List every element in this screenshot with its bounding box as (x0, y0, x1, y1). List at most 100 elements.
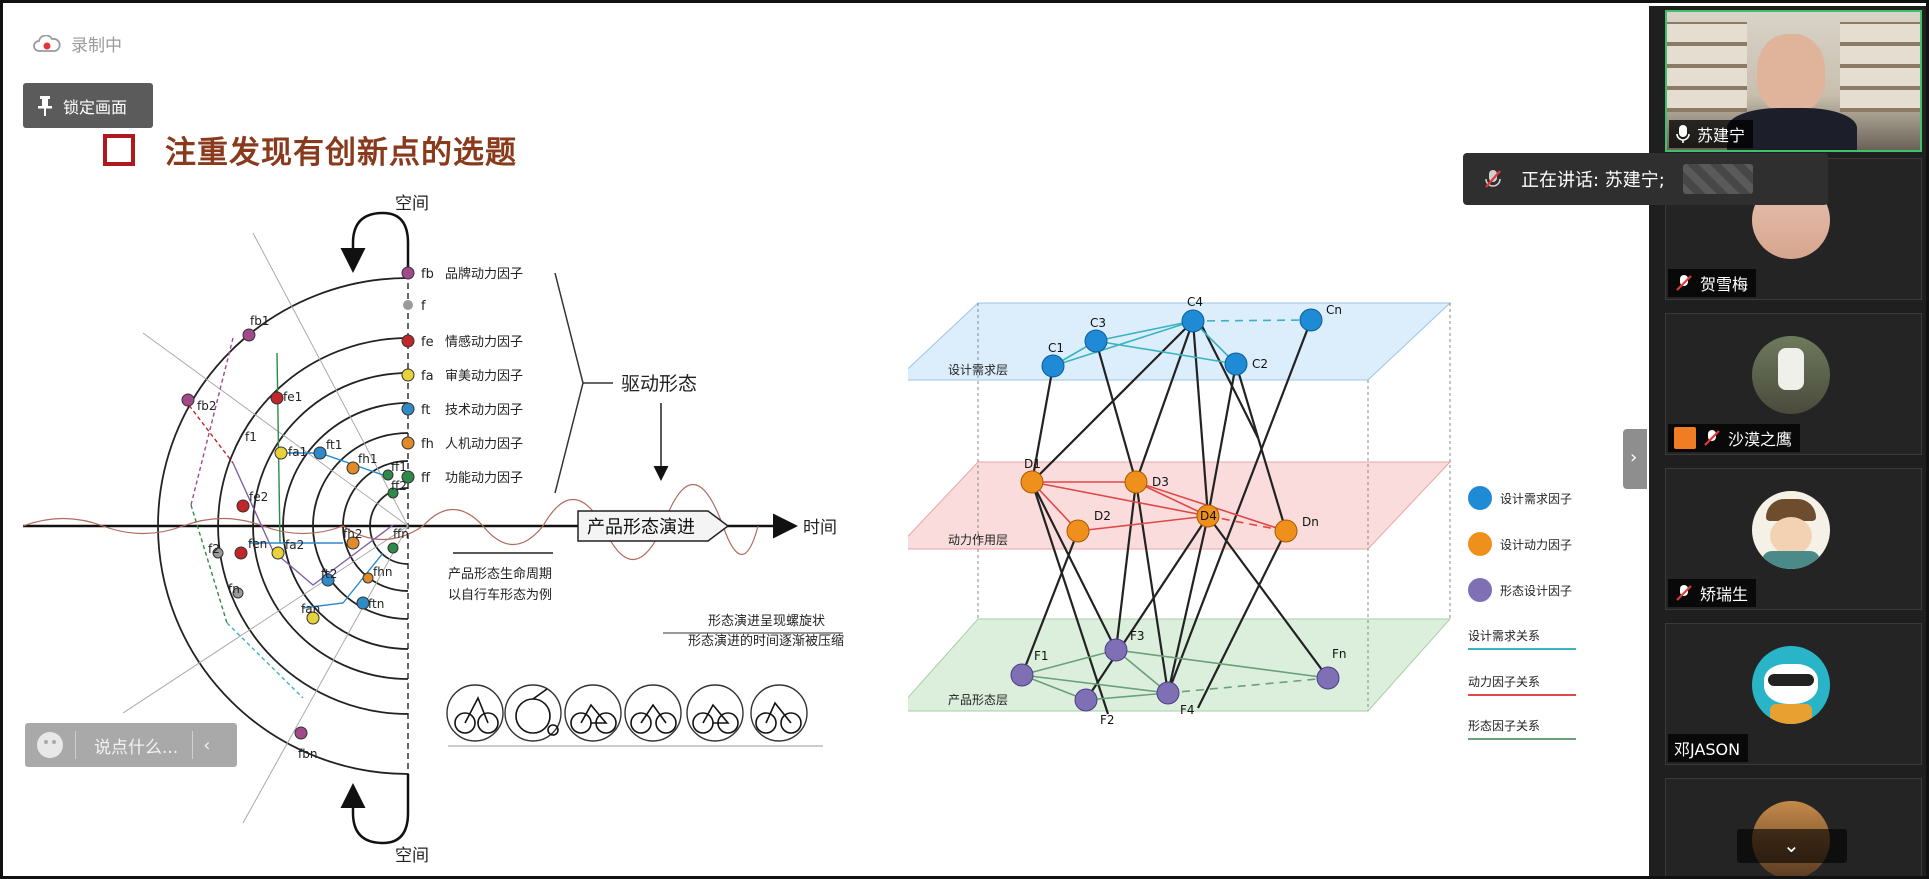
participant-name: 贺雪梅 (1700, 275, 1749, 294)
svg-text:fb: fb (421, 267, 434, 282)
participant-name-tag: 邓JASON (1668, 734, 1749, 762)
svg-text:f2: f2 (208, 542, 220, 556)
svg-text:fh2: fh2 (343, 527, 362, 541)
participant-name: 苏建宁 (1697, 126, 1746, 145)
spiral-note-2: 形态演进的时间逐渐被压缩 (688, 633, 844, 649)
node-C2: C2 (1252, 357, 1268, 371)
participant-name-tag: 苏建宁 (1669, 120, 1754, 148)
participant-tile[interactable]: 邓JASON (1665, 623, 1922, 765)
layer-demand-label: 设计需求层 (948, 363, 1008, 377)
node-F2: F2 (1100, 713, 1115, 727)
node-F3: F3 (1130, 629, 1145, 643)
factor-label-fa: 审美动力因子 (445, 369, 523, 384)
emoji-icon[interactable] (37, 732, 63, 758)
legend-form-factor: 形态设计因子 (1500, 584, 1572, 598)
participant-name: 沙漠之鹰 (1728, 430, 1793, 449)
sidebar-collapse-button[interactable]: › (1623, 429, 1647, 489)
product-form-evolution-diagram: fb 品牌动力因子 f fe 情感动力因子 fa 审美动力因子 ft 技术动力因子 fh… (23, 194, 844, 863)
node-C4: C4 (1187, 295, 1203, 309)
mic-off-icon (1676, 585, 1692, 601)
svg-text:fhn: fhn (373, 565, 392, 579)
drive-form-label: 驱动形态 (621, 373, 697, 395)
svg-text:ff1: ff1 (391, 460, 407, 474)
svg-text:f: f (421, 299, 426, 314)
participant-tile[interactable]: 沙漠之鹰 (1665, 313, 1922, 455)
chat-collapse-icon[interactable]: ‹ (203, 734, 211, 756)
participant-name: 矫瑞生 (1700, 585, 1749, 604)
factor-label-ft: 技术动力因子 (445, 403, 523, 418)
svg-text:ff: ff (421, 471, 431, 486)
svg-text:fb2: fb2 (197, 399, 216, 413)
participant-sidebar: 苏建宁 贺雪梅 沙漠之鹰 (1649, 6, 1926, 876)
node-Cn: Cn (1326, 303, 1342, 317)
chat-placeholder[interactable]: 说点什么... (94, 737, 179, 758)
space-top-label: 空间 (395, 194, 429, 214)
svg-text:fe: fe (421, 335, 434, 350)
svg-text:ft2: ft2 (321, 567, 337, 581)
svg-text:fh: fh (421, 437, 434, 452)
svg-text:ft1: ft1 (326, 438, 342, 452)
factor-label-fb: 品牌动力因子 (445, 266, 523, 282)
bookshelf-right (1840, 22, 1920, 112)
node-D3: D3 (1152, 475, 1169, 489)
node-Dn: Dn (1302, 515, 1319, 529)
space-bottom-label: 空间 (395, 846, 429, 863)
legend-force-relation: 动力因子关系 (1468, 675, 1540, 689)
pin-icon (38, 95, 52, 116)
lock-screen-button[interactable]: 锁定画面 (23, 83, 153, 128)
recording-indicator[interactable]: 录制中 (33, 31, 122, 56)
svg-text:ffn: ffn (393, 527, 409, 541)
node-D2: D2 (1094, 509, 1111, 523)
slide-title: 注重发现有创新点的选题 (165, 135, 517, 171)
avatar (1752, 491, 1830, 569)
svg-text:fa1: fa1 (288, 445, 307, 459)
node-F1: F1 (1034, 649, 1049, 663)
legend-form-relation: 形态因子关系 (1468, 719, 1540, 733)
participant-name: 邓JASON (1674, 740, 1741, 759)
factor-label-fe: 情感动力因子 (445, 334, 523, 350)
svg-text:ftn: ftn (368, 597, 384, 611)
svg-text:ft: ft (421, 403, 430, 418)
participant-tile[interactable]: 矫瑞生 (1665, 468, 1922, 610)
avatar (1752, 336, 1830, 414)
legend-force-factor: 设计动力因子 (1500, 538, 1572, 552)
slide-title-row: 注重发现有创新点的选题 (103, 127, 517, 172)
title-square-bullet (103, 133, 135, 166)
svg-text:fa: fa (421, 369, 434, 384)
mic-on-icon (1676, 125, 1690, 143)
chat-divider-2 (192, 731, 194, 759)
three-layer-network-diagram: 设计需求层 动力作用层 产品形态层 (908, 295, 1576, 740)
participant-tile[interactable]: 苏建宁 (1665, 10, 1922, 152)
recording-cloud-icon (33, 34, 61, 52)
line-legend: 设计需求关系 动力因子关系 形态因子关系 (1468, 629, 1576, 740)
node-legend: 设计需求因子 设计动力因子 形态设计因子 (1468, 486, 1572, 602)
svg-text:fa2: fa2 (285, 538, 304, 552)
node-C1: C1 (1048, 341, 1064, 355)
chat-input-bar[interactable]: 说点什么... ‹ (25, 723, 237, 767)
svg-text:fan: fan (301, 602, 320, 616)
legend-demand-relation: 设计需求关系 (1468, 629, 1540, 643)
svg-text:f1: f1 (245, 430, 257, 444)
svg-text:fen: fen (248, 537, 267, 551)
bike-example-label: 以自行车形态为例 (448, 587, 552, 603)
mic-off-icon (1485, 170, 1501, 188)
legend-demand-factor: 设计需求因子 (1500, 492, 1572, 506)
evolution-label: 产品形态演进 (587, 517, 695, 538)
node-C3: C3 (1090, 316, 1106, 330)
node-D1: D1 (1024, 457, 1041, 471)
scroll-down-button[interactable]: ⌄ (1737, 829, 1847, 863)
svg-text:fe1: fe1 (283, 390, 302, 404)
node-F4: F4 (1180, 703, 1195, 717)
user-icon (1674, 427, 1696, 449)
avatar (1752, 646, 1830, 724)
lifecycle-label: 产品形态生命周期 (448, 566, 552, 582)
layer-form-label: 产品形态层 (948, 693, 1008, 707)
bookshelf-left (1667, 22, 1747, 112)
chevron-down-icon: ⌄ (1783, 833, 1800, 857)
speaking-indicator: 正在讲话: 苏建宁; (1463, 153, 1828, 205)
mic-off-icon (1676, 275, 1692, 291)
mic-off-icon (1704, 430, 1720, 446)
svg-text:fb1: fb1 (250, 314, 269, 328)
node-D4: D4 (1200, 509, 1217, 523)
